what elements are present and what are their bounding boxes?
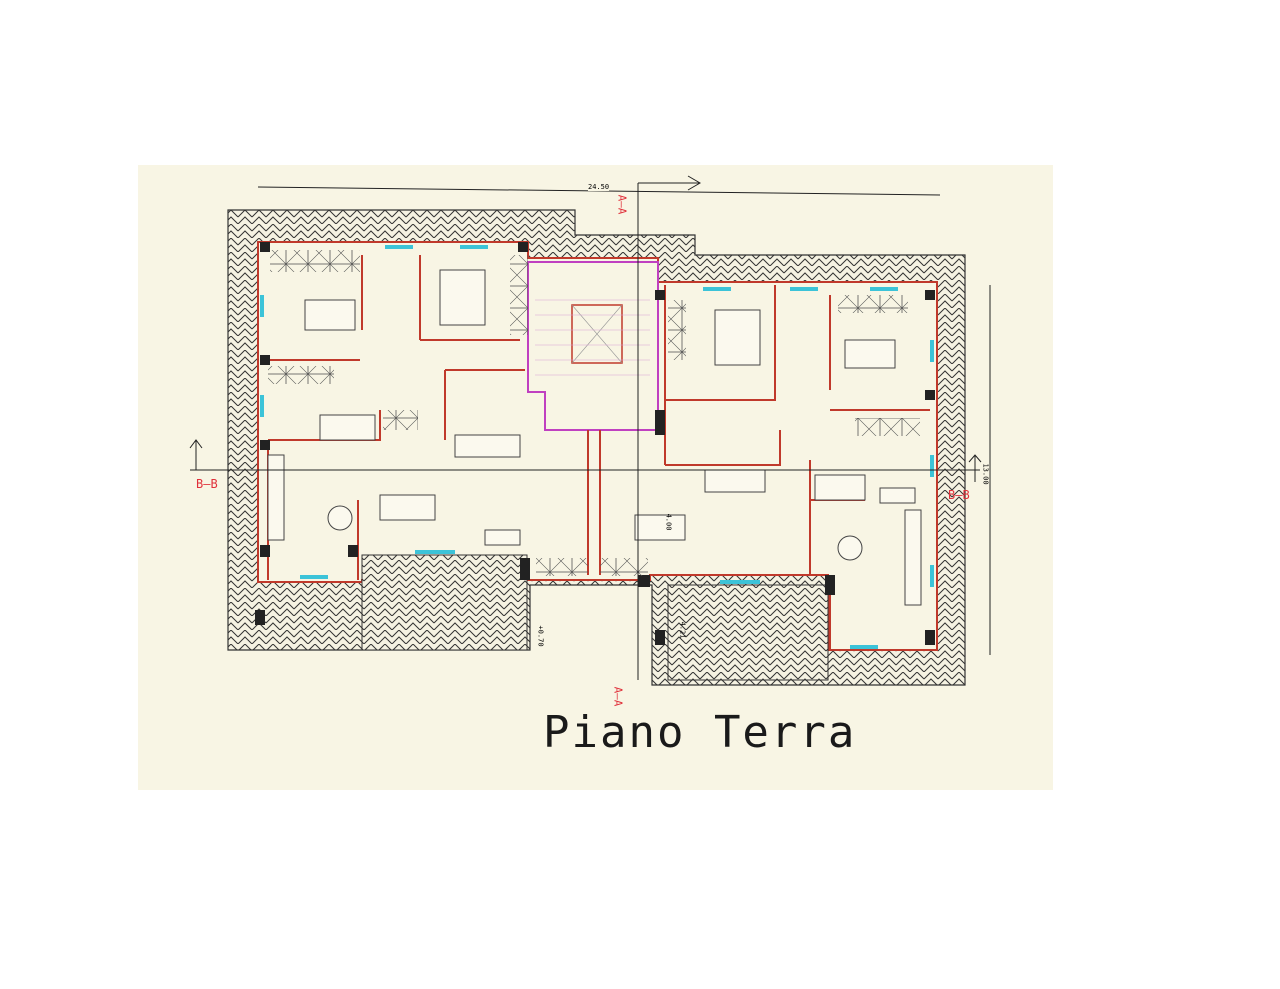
double-bed — [439, 269, 486, 326]
round-table — [837, 535, 863, 561]
section-a-label-bottom: A–A — [611, 686, 625, 707]
kitchen-counter — [904, 509, 922, 606]
desk — [879, 487, 916, 504]
section-b-label-left: B–B — [196, 477, 218, 491]
furniture — [267, 269, 922, 606]
dimension-lines — [189, 175, 991, 680]
dining-table — [634, 514, 686, 541]
bed — [304, 299, 356, 331]
desk — [484, 529, 521, 546]
perimeter-paving — [227, 209, 966, 686]
columns — [255, 242, 935, 645]
dining-table — [379, 494, 436, 521]
bed — [844, 339, 896, 369]
drawing-title: Piano Terra — [543, 707, 857, 758]
sofa — [454, 434, 521, 458]
sofa — [704, 469, 766, 493]
dimension-table: 4.00 — [664, 513, 673, 531]
dimension-right-terrace: 4.21 — [678, 621, 687, 639]
wardrobes — [268, 250, 920, 576]
dimension-width: 24.50 — [588, 183, 610, 191]
stair-core — [527, 261, 659, 431]
dimension-left-terrace: +0.70 — [536, 625, 545, 647]
double-bed — [714, 309, 761, 366]
bed — [814, 474, 866, 501]
section-a-label-top: A–A — [615, 194, 629, 215]
bed — [319, 414, 376, 441]
round-table — [327, 505, 353, 531]
section-b-label-right: B–B — [948, 488, 970, 502]
kitchen-counter — [267, 454, 285, 541]
windows — [260, 245, 934, 649]
dimension-depth: 13.00 — [981, 463, 990, 485]
